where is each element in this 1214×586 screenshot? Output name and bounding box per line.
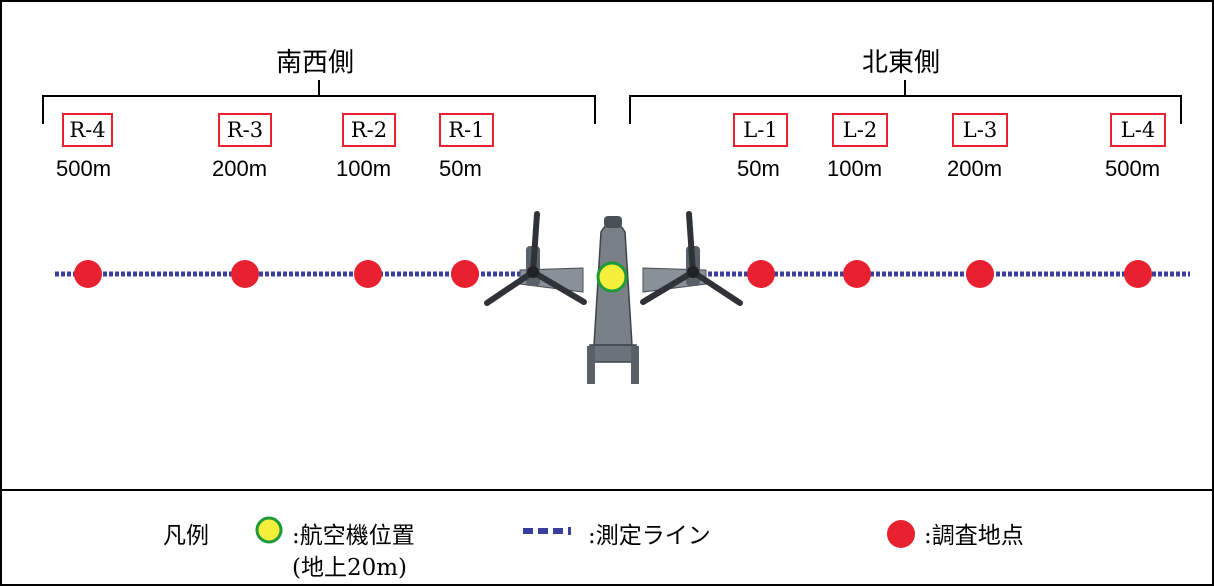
- measurement-point-l4: [1124, 260, 1152, 288]
- distance-l2: 100m: [827, 156, 883, 181]
- aircraft-position-marker: [596, 261, 628, 293]
- measurement-point-r3: [231, 260, 259, 288]
- legend-title: 凡例: [163, 523, 209, 549]
- measurement-point-l1: [747, 260, 775, 288]
- legend-point-label: :調査地点: [924, 523, 1024, 549]
- measurement-point-r2: [354, 260, 382, 288]
- distance-r2: 100m: [336, 156, 392, 181]
- legend-measurement-line: [523, 527, 571, 535]
- point-label-l4: L-4: [1110, 113, 1166, 147]
- legend-divider: [0, 489, 1212, 491]
- legend-aircraft-label: :航空機位置: [292, 523, 415, 549]
- measurement-point-r1: [451, 260, 479, 288]
- point-label-l3: L-3: [952, 113, 1008, 147]
- point-label-l1: L-1: [733, 113, 788, 147]
- measurement-point-r4: [74, 260, 102, 288]
- legend-line-label: :測定ライン: [588, 523, 711, 549]
- distance-r4: 500m: [56, 156, 112, 181]
- measurement-point-l2: [843, 260, 871, 288]
- point-label-r1: R-1: [439, 113, 494, 147]
- distance-r1: 50m: [439, 156, 482, 181]
- southwest-side-title: 南西側: [276, 48, 355, 78]
- legend-aircraft-note: (地上20m): [292, 555, 408, 581]
- northeast-side-title: 北東側: [862, 48, 941, 78]
- distance-l3: 200m: [947, 156, 1003, 181]
- distance-l4: 500m: [1105, 156, 1161, 181]
- point-label-r3: R-3: [218, 113, 272, 147]
- point-label-l2: L-2: [832, 113, 888, 147]
- distance-l1: 50m: [737, 156, 780, 181]
- legend-aircraft-marker: [255, 516, 283, 544]
- point-label-r4: R-4: [62, 113, 113, 147]
- legend-measurement-point: [887, 520, 915, 548]
- point-label-r2: R-2: [342, 113, 396, 147]
- measurement-point-l3: [966, 260, 994, 288]
- distance-r3: 200m: [212, 156, 268, 181]
- northeast-bracket: [629, 80, 1182, 124]
- tiltrotor-aircraft-icon: [484, 211, 743, 384]
- southwest-bracket: [42, 80, 596, 124]
